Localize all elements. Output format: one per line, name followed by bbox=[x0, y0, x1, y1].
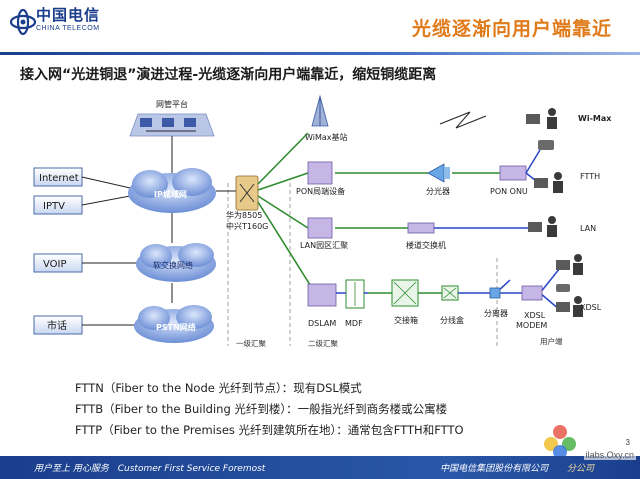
access-ftth: FTTH bbox=[580, 172, 600, 181]
cloud-pstn-label: PSTN网络 bbox=[156, 322, 196, 332]
optical-splitter: 分光器 bbox=[426, 163, 450, 196]
pon-onu-label: PON ONU bbox=[490, 187, 528, 196]
xdsl-modem-label-2: MODEM bbox=[516, 321, 547, 330]
ftth-phone-icon bbox=[538, 140, 554, 150]
wireless-indicator bbox=[439, 111, 487, 129]
note-fttn: FTTN（Fiber to the Node 光纤到节点）：现有DSL模式 bbox=[75, 381, 362, 395]
wimax-label: WiMax基站 bbox=[305, 132, 348, 142]
pon-olt-label: PON局端设备 bbox=[296, 186, 345, 196]
slide-title: 光缆逐渐向用户端靠近 bbox=[411, 18, 612, 40]
cloud-softswitch: 软交换网络 bbox=[136, 243, 216, 282]
ftth-user-icon bbox=[534, 172, 563, 193]
dist-box-label: 分线盒 bbox=[440, 315, 464, 325]
fiber-links bbox=[257, 132, 500, 294]
cloud-ip-metro-label: IP城域网 bbox=[154, 189, 187, 199]
splitter-label: 分光器 bbox=[426, 186, 450, 196]
access-wimax: Wi-Max bbox=[578, 114, 612, 123]
pon-olt: PON局端设备 bbox=[296, 161, 345, 196]
lan-agg-label: LAN园区汇聚 bbox=[300, 241, 348, 250]
mdf-label: MDF bbox=[345, 319, 363, 328]
page-number: 3 bbox=[625, 438, 630, 447]
dslam-label: DSLAM bbox=[308, 319, 336, 328]
footer-company-cn: 中国电信集团股份有限公司 bbox=[440, 464, 549, 474]
level-separators bbox=[227, 183, 498, 346]
note-fttb: FTTB（Fiber to the Building 光纤到楼）：一般指光纤到商… bbox=[75, 402, 448, 416]
watermark-logo bbox=[544, 425, 576, 459]
access-xdsl: XDSL bbox=[580, 303, 602, 312]
cross-box: 交接箱 bbox=[391, 279, 419, 325]
footer-slogan-en: Customer First Service Foremost bbox=[117, 464, 266, 474]
logo-mark bbox=[9, 8, 37, 36]
footer-company-sub: 分公司 bbox=[566, 464, 594, 474]
xdsl-modem-label-1: XDSL bbox=[524, 311, 546, 320]
footer-company: 中国电信集团股份有限公司 分公司 bbox=[440, 461, 594, 474]
footer-slogan-cn: 用户至上 用心服务 bbox=[34, 464, 109, 474]
slide-subtitle: 接入网“光进铜退”演进过程-光缆逐渐向用户端靠近，缩短铜缆距离 bbox=[20, 67, 437, 83]
xdsl-user-icon-2 bbox=[556, 296, 583, 317]
china-telecom-logo bbox=[9, 8, 37, 36]
wimax-user-icon bbox=[526, 108, 557, 129]
pon-onu: PON ONU bbox=[490, 165, 528, 196]
service-boxes: Internet IPTV VOIP 市话 bbox=[33, 167, 83, 335]
access-lan: LAN bbox=[580, 224, 596, 233]
note-fttp: FTTP（Fiber to the Premises 光纤到建筑所在地）：通常包… bbox=[75, 423, 464, 437]
service-internet: Internet bbox=[39, 173, 79, 184]
cloud-softswitch-label: 软交换网络 bbox=[153, 260, 193, 270]
footer-slogan: 用户至上 用心服务 Customer First Service Foremos… bbox=[34, 461, 265, 474]
splitter2-label: 分离器 bbox=[484, 308, 508, 318]
xdsl-user-icon-1 bbox=[556, 254, 583, 275]
logo-chinese-text: 中国电信 bbox=[36, 6, 101, 24]
service-links bbox=[81, 176, 173, 326]
wimax-base-station: WiMax基站 bbox=[305, 94, 348, 142]
service-voip: VOIP bbox=[43, 259, 67, 270]
xdsl-phone-icon bbox=[556, 284, 570, 292]
mdf: MDF bbox=[345, 279, 365, 328]
lan-switch: 楼道交换机 bbox=[406, 222, 446, 250]
network-diagram: 网管平台 Internet IPTV VOIP 市话 bbox=[33, 94, 612, 348]
header-rule bbox=[0, 52, 640, 55]
distribution-box: 分线盒 bbox=[440, 285, 464, 325]
header: 中国电信 CHINA TELECOM 光缆逐渐向用户端靠近 bbox=[0, 0, 640, 52]
aggregation-router: 华为8505 中兴T160G bbox=[216, 175, 268, 231]
aggregation-router-label-2: 中兴T160G bbox=[226, 221, 268, 231]
footer-bar bbox=[0, 456, 640, 479]
user-terminals bbox=[526, 108, 583, 317]
cloud-ip-metro: IP城域网 bbox=[128, 168, 216, 213]
dslam: DSLAM bbox=[307, 283, 337, 328]
service-iptv: IPTV bbox=[43, 201, 65, 212]
level2-label: 二级汇聚 bbox=[308, 338, 338, 348]
nms-label: 网管平台 bbox=[156, 99, 188, 109]
level1-label: 一级汇聚 bbox=[236, 338, 266, 348]
lan-aggregation: LAN园区汇聚 bbox=[300, 217, 348, 250]
watermark-text: ilabs.Oxy.cn bbox=[583, 450, 636, 460]
lan-switch-label: 楼道交换机 bbox=[406, 240, 446, 250]
aggregation-router-label-1: 华为8505 bbox=[226, 210, 262, 220]
user-end-label: 用户端 bbox=[540, 336, 563, 346]
xdsl-modem: XDSL MODEM bbox=[516, 285, 547, 330]
notes-block: FTTN（Fiber to the Node 光纤到节点）：现有DSL模式 FT… bbox=[75, 378, 464, 441]
service-pstn: 市话 bbox=[47, 319, 67, 332]
logo-english-text: CHINA TELECOM bbox=[36, 25, 100, 32]
splitter-2: 分离器 bbox=[484, 287, 508, 318]
cloud-pstn: PSTN网络 bbox=[134, 305, 214, 343]
nms-platform: 网管平台 bbox=[129, 99, 215, 176]
lan-user-icon bbox=[528, 216, 557, 237]
cross-box-label: 交接箱 bbox=[394, 315, 418, 325]
